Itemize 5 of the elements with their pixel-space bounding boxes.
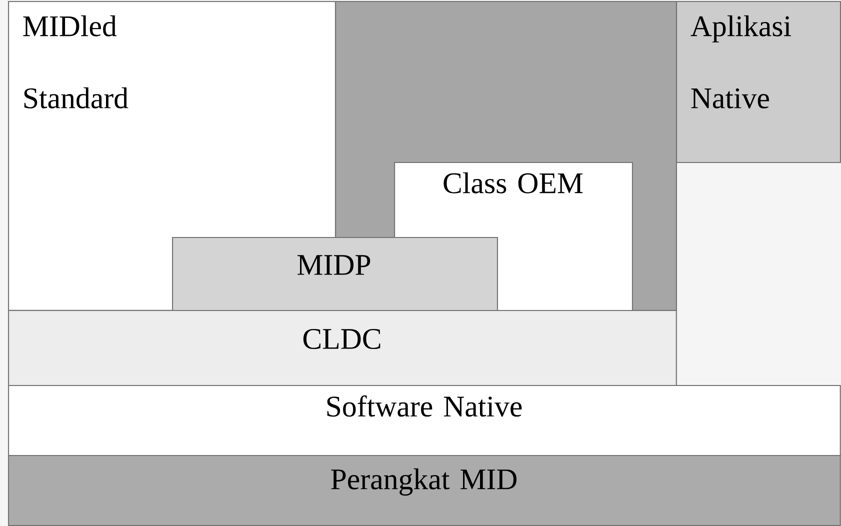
layer-band: Software Native xyxy=(8,385,841,456)
layer-band: CLDC xyxy=(8,310,677,386)
layer-band: Perangkat MID xyxy=(8,454,841,526)
layer-box: Aplikasi Native xyxy=(676,1,841,164)
layer-box: MIDP xyxy=(172,236,498,312)
